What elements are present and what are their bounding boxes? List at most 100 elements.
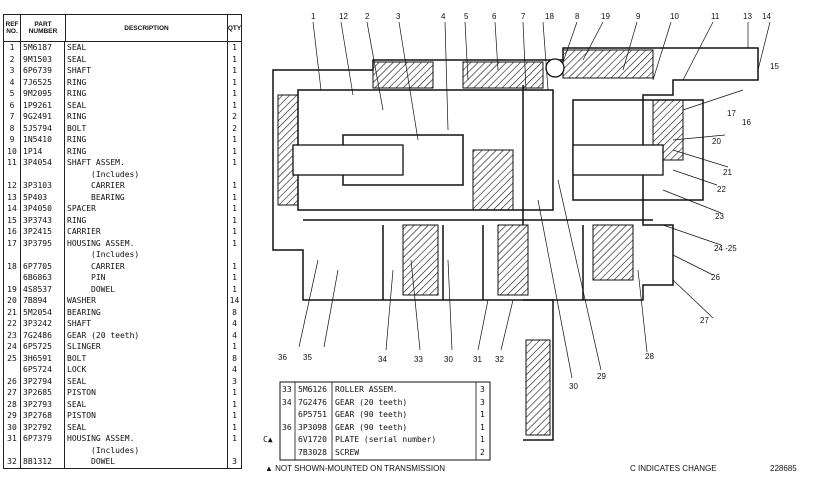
part-number-cell [21,444,65,456]
ref-cell: 23 [4,329,21,341]
description-cell: SHAFT ASSEM. [65,157,228,169]
ref-cell: 25 [4,352,21,364]
description-cell: LOCK [65,364,228,376]
qty-cell: 3 [232,376,237,386]
description-cell: HOUSING ASSEM. [65,433,228,445]
description-cell: PISTON [65,387,228,399]
ref-cell: 30 [4,421,21,433]
callout-number: 8 [575,12,580,21]
description-cell: CARRIER [65,180,228,192]
qty-cell: 1 [232,342,237,351]
change-note: C INDICATES CHANGE [630,464,717,473]
callout-number: 24 -25 [714,244,737,253]
callout-number: 33 [414,355,423,364]
qty-cell: 1 [232,89,237,98]
part-number-cell: 3P2793 [21,398,65,410]
description-cell: WASHER [65,295,228,307]
ref-cell: 2 [4,53,21,65]
callout-number: 22 [717,185,726,194]
part-number-cell: 9G2491 [21,111,65,123]
part-number-cell: 6V1720 [298,435,327,444]
qty-cell: 1 [232,43,237,52]
qty-cell: 1 [232,181,237,190]
qty-cell: 1 [232,66,237,75]
part-number-cell [21,249,65,261]
ref-cell: 26 [4,375,21,387]
qty-cell: 1 [232,100,237,110]
description-cell: ROLLER ASSEM. [335,385,398,394]
description-cell: GEAR (90 teeth) [335,410,408,419]
description-cell: RING [65,88,228,100]
ref-cell: 1 [4,42,21,54]
parts-list-header: REF NO. PART NUMBER DESCRIPTION QTY [4,15,241,42]
qty-cell: 1 [480,422,485,432]
callout-number: 29 [597,372,606,381]
description-cell: CARRIER [65,226,228,238]
description-cell: BOLT [65,122,228,134]
qty-cell: 1 [232,192,237,202]
part-number-cell: 3P2792 [21,421,65,433]
qty-cell: 1 [232,434,237,443]
part-number-cell: 7G2476 [298,397,327,407]
description-cell: RING [65,145,228,157]
callout-number: 14 [762,12,771,21]
qty-cell: 1 [232,411,237,420]
ref-cell: 12 [4,180,21,192]
qty-cell: 1 [480,435,485,444]
part-number-cell: 5J5794 [21,122,65,134]
description-cell: GEAR (20 teeth) [335,397,408,407]
mark-cell: C▲ [263,435,273,444]
qty-cell: 1 [232,399,237,409]
description-cell: HOUSING ASSEM. [65,237,228,249]
ref-cell: 8 [4,122,21,134]
part-number-cell: 8B1312 [21,456,65,468]
ref-cell: 17 [4,237,21,249]
qty-cell: 1 [232,227,237,236]
part-number-cell: 1P9261 [21,99,65,111]
callout-number: 17 [727,109,736,118]
callout-number: 34 [378,355,387,364]
description-cell: GEAR (20 teeth) [65,329,228,341]
ref-cell: 28 [4,398,21,410]
callout-number: 32 [495,355,504,364]
callout-number: 18 [545,12,554,21]
part-number-cell: 6P7379 [21,433,65,445]
qty-cell: 3 [480,385,485,394]
ref-cell [4,168,21,180]
description-cell: SPACER [65,203,228,215]
description-cell: SEAL [65,99,228,111]
qty-cell: 1 [232,215,237,225]
description-cell: DOWEL [65,283,228,295]
description-cell: RING [65,76,228,88]
ref-cell [4,444,21,456]
description-cell: CARRIER [65,260,228,272]
callout-number: 19 [601,12,610,21]
part-number-cell: 7B894 [21,295,65,307]
ref-cell: 13 [4,191,21,203]
part-number-cell: 3P4050 [21,203,65,215]
ref-cell: 32 [4,456,21,468]
qty-cell: 14 [229,296,240,305]
callout-number: 7 [521,12,526,21]
table-row: (Includes) [4,249,241,261]
ref-cell: 27 [4,387,21,399]
part-number-cell: 5P403 [21,191,65,203]
extra-parts-table-border [279,381,491,461]
part-number-cell: 9M1503 [21,53,65,65]
qty-cell: 1 [232,146,237,156]
description-cell: SHAFT [65,318,228,330]
callout-number: 9 [636,12,641,21]
ref-cell: 16 [4,226,21,238]
callout-number: 31 [473,355,482,364]
